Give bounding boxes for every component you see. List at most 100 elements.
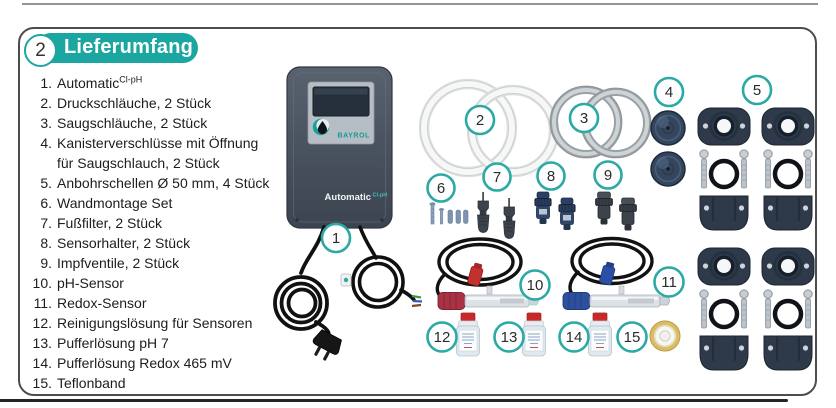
svg-text:12: 12 <box>434 329 451 346</box>
item-text: Pufferlösung pH 7 <box>57 335 169 351</box>
parts-list-item: 11. Redox-Sensor <box>28 293 296 313</box>
power-plug-image <box>312 329 342 361</box>
callout-15: 15 <box>616 321 648 353</box>
item-number: 6. <box>40 195 52 211</box>
svg-text:11: 11 <box>661 274 677 291</box>
callout-4: 4 <box>653 76 685 108</box>
buffer-redox-bottle-image <box>588 312 612 357</box>
svg-text:5: 5 <box>753 82 761 99</box>
callout-8: 8 <box>536 161 566 191</box>
wall-mount-set-image <box>429 202 469 225</box>
callout-13: 13 <box>493 321 525 353</box>
parts-list-item: 13. Pufferlösung pH 7 <box>28 333 296 353</box>
ph-sensor-image <box>435 237 539 310</box>
parts-list-item: 6. Wandmontage Set <box>28 193 296 213</box>
pipe-clamps-image <box>698 108 814 370</box>
callout-10: 10 <box>519 269 551 301</box>
parts-list-item: 12. Reinigungslösung für Sensoren <box>28 313 296 333</box>
canister-caps-image <box>650 110 686 187</box>
item-number: 8. <box>40 235 52 251</box>
item-number: 15. <box>32 375 52 391</box>
svg-text:7: 7 <box>493 169 501 186</box>
parts-list-item: 3. Saugschläuche, 2 Stück <box>28 113 296 133</box>
sensor-holders-image <box>534 191 576 231</box>
top-rule <box>22 3 818 5</box>
foot-filters-image <box>477 191 516 239</box>
section-title-pill <box>36 33 198 63</box>
item-text: Redox-Sensor <box>57 295 147 311</box>
signal-cable-image <box>340 225 423 309</box>
callout-1: 1 <box>320 222 352 254</box>
item-text: Impfventile, 2 Stück <box>57 255 180 271</box>
callout-5: 5 <box>741 74 773 106</box>
svg-text:8: 8 <box>547 168 555 185</box>
svg-text:13: 13 <box>501 329 518 346</box>
redox-sensor-image <box>562 236 670 310</box>
parts-list: 1. AutomaticCl-pH 2. Druckschläuche, 2 S… <box>28 73 296 393</box>
item-number: 9. <box>40 255 52 271</box>
item-text: pH-Sensor <box>57 275 124 291</box>
device-model-sup-text: Cl-pH <box>373 193 388 199</box>
section-header: Lieferumfang 2 <box>24 33 224 67</box>
svg-text:4: 4 <box>665 84 673 101</box>
svg-text:15: 15 <box>624 329 641 346</box>
parts-list-item: 2. Druckschläuche, 2 Stück <box>28 93 296 113</box>
parts-list-item: 8. Sensorhalter, 2 Stück <box>28 233 296 253</box>
device-image: BAYROL Automatic Cl-pH <box>286 66 393 229</box>
bottom-rule <box>0 399 788 402</box>
callout-11: 11 <box>653 266 685 298</box>
teflon-tape-image <box>649 320 681 352</box>
parts-list-item: 9. Impfventile, 2 Stück <box>28 253 296 273</box>
svg-text:14: 14 <box>566 329 583 346</box>
svg-text:10: 10 <box>527 277 544 294</box>
item-text: Anbohrschellen Ø 50 mm, 4 Stück <box>57 175 270 191</box>
item-text: Sensorhalter, 2 Stück <box>57 235 191 251</box>
item-number: 2. <box>40 95 52 111</box>
svg-text:9: 9 <box>604 167 612 184</box>
item-number: 3. <box>40 115 52 131</box>
svg-text:6: 6 <box>437 180 445 197</box>
injection-valves-image <box>595 191 637 231</box>
parts-list-item: 1. AutomaticCl-pH <box>28 73 296 93</box>
parts-list-item: 5. Anbohrschellen Ø 50 mm, 4 Stück <box>28 173 296 193</box>
callout-6: 6 <box>426 173 456 203</box>
callout-2: 2 <box>464 104 496 136</box>
power-cable-image <box>273 225 331 340</box>
section-title: Lieferumfang <box>64 36 194 58</box>
item-text: Fußfilter, 2 Stück <box>57 215 163 231</box>
item-number: 13. <box>32 335 52 351</box>
callout-3: 3 <box>568 102 600 134</box>
item-text: Druckschläuche, 2 Stück <box>57 95 212 111</box>
item-number: 14. <box>32 355 52 371</box>
parts-list-item: 14. Pufferlösung Redox 465 mV <box>28 353 296 373</box>
droplet-logo-icon <box>312 118 330 136</box>
item-number: 7. <box>40 215 52 231</box>
item-text: Saugschläuche, 2 Stück <box>57 115 208 131</box>
buffer-ph7-bottle-image <box>522 312 546 357</box>
suction-hoses-image <box>549 85 652 159</box>
parts-list-item: 10. pH-Sensor <box>28 273 296 293</box>
callout-9: 9 <box>593 160 623 190</box>
section-number-badge: 2 <box>24 34 57 67</box>
parts-list-item: 7. Fußfilter, 2 Stück <box>28 213 296 233</box>
item-number: 1. <box>40 75 52 91</box>
device-model-text: Automatic <box>325 192 371 203</box>
item-text: Pufferlösung Redox 465 mV <box>57 355 232 371</box>
item-text: Reinigungslösung für Sensoren <box>57 315 253 331</box>
device-brand-text: BAYROL <box>337 133 370 140</box>
callout-14: 14 <box>558 321 590 353</box>
callout-12: 12 <box>426 321 458 353</box>
parts-list-item: 15. Teflonband <box>28 373 296 393</box>
item-text: Teflonband <box>57 375 126 391</box>
callout-7: 7 <box>482 162 512 192</box>
item-text: AutomaticCl-pH <box>57 74 143 91</box>
item-number: 12. <box>32 315 52 331</box>
item-number: 11. <box>33 295 52 311</box>
item-number: 4. <box>40 135 52 151</box>
svg-text:1: 1 <box>332 230 340 247</box>
item-text: Wandmontage Set <box>57 195 173 211</box>
